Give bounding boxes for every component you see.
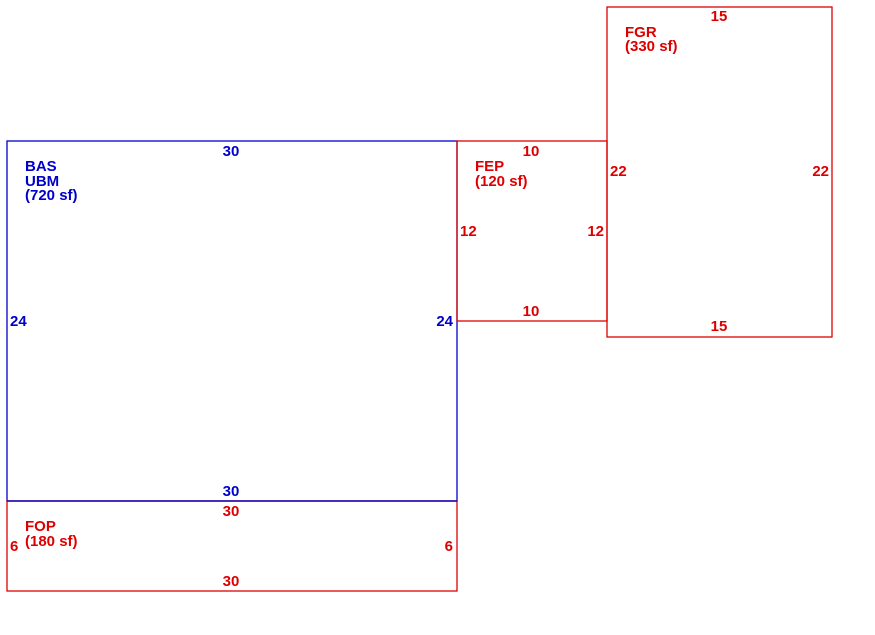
area-fep-size: (120 sf) — [475, 173, 528, 190]
area-fep-dim-top: 10 — [523, 143, 540, 160]
area-fep-code: FEP — [475, 158, 504, 175]
area-fep-dim-bottom: 10 — [523, 303, 540, 320]
area-fop-size: (180 sf) — [25, 533, 78, 550]
area-fop-dim-top: 30 — [223, 503, 240, 520]
area-fgr-dim-left: 22 — [610, 163, 627, 180]
area-bas: BAS UBM (720 sf) 30 30 24 24 — [6, 140, 458, 502]
area-bas-dim-left: 24 — [10, 313, 27, 330]
area-fop-dim-bottom: 30 — [223, 573, 240, 590]
area-fep-dim-right: 12 — [587, 223, 604, 240]
area-fgr: FGR (330 sf) 15 15 22 22 — [606, 6, 833, 338]
area-bas-dim-right: 24 — [436, 313, 453, 330]
area-bas-dim-bottom: 30 — [223, 483, 240, 500]
area-fep: FEP (120 sf) 10 10 12 12 — [456, 140, 608, 322]
area-fop-dim-right: 6 — [445, 538, 453, 555]
area-fop: FOP (180 sf) 30 30 6 6 — [6, 500, 458, 592]
area-fgr-dim-right: 22 — [812, 163, 829, 180]
area-fep-dim-left: 12 — [460, 223, 477, 240]
area-bas-subcode: UBM — [25, 173, 59, 190]
area-fgr-dim-top: 15 — [711, 8, 728, 25]
area-fgr-dim-bottom: 15 — [711, 318, 728, 335]
area-bas-size: (720 sf) — [25, 187, 78, 204]
area-fop-code: FOP — [25, 518, 56, 535]
area-bas-code: BAS — [25, 158, 57, 175]
area-fgr-outline — [606, 6, 833, 338]
area-fgr-code: FGR — [625, 24, 657, 41]
area-fgr-size: (330 sf) — [625, 38, 678, 55]
area-fop-dim-left: 6 — [10, 538, 18, 555]
area-bas-dim-top: 30 — [223, 143, 240, 160]
